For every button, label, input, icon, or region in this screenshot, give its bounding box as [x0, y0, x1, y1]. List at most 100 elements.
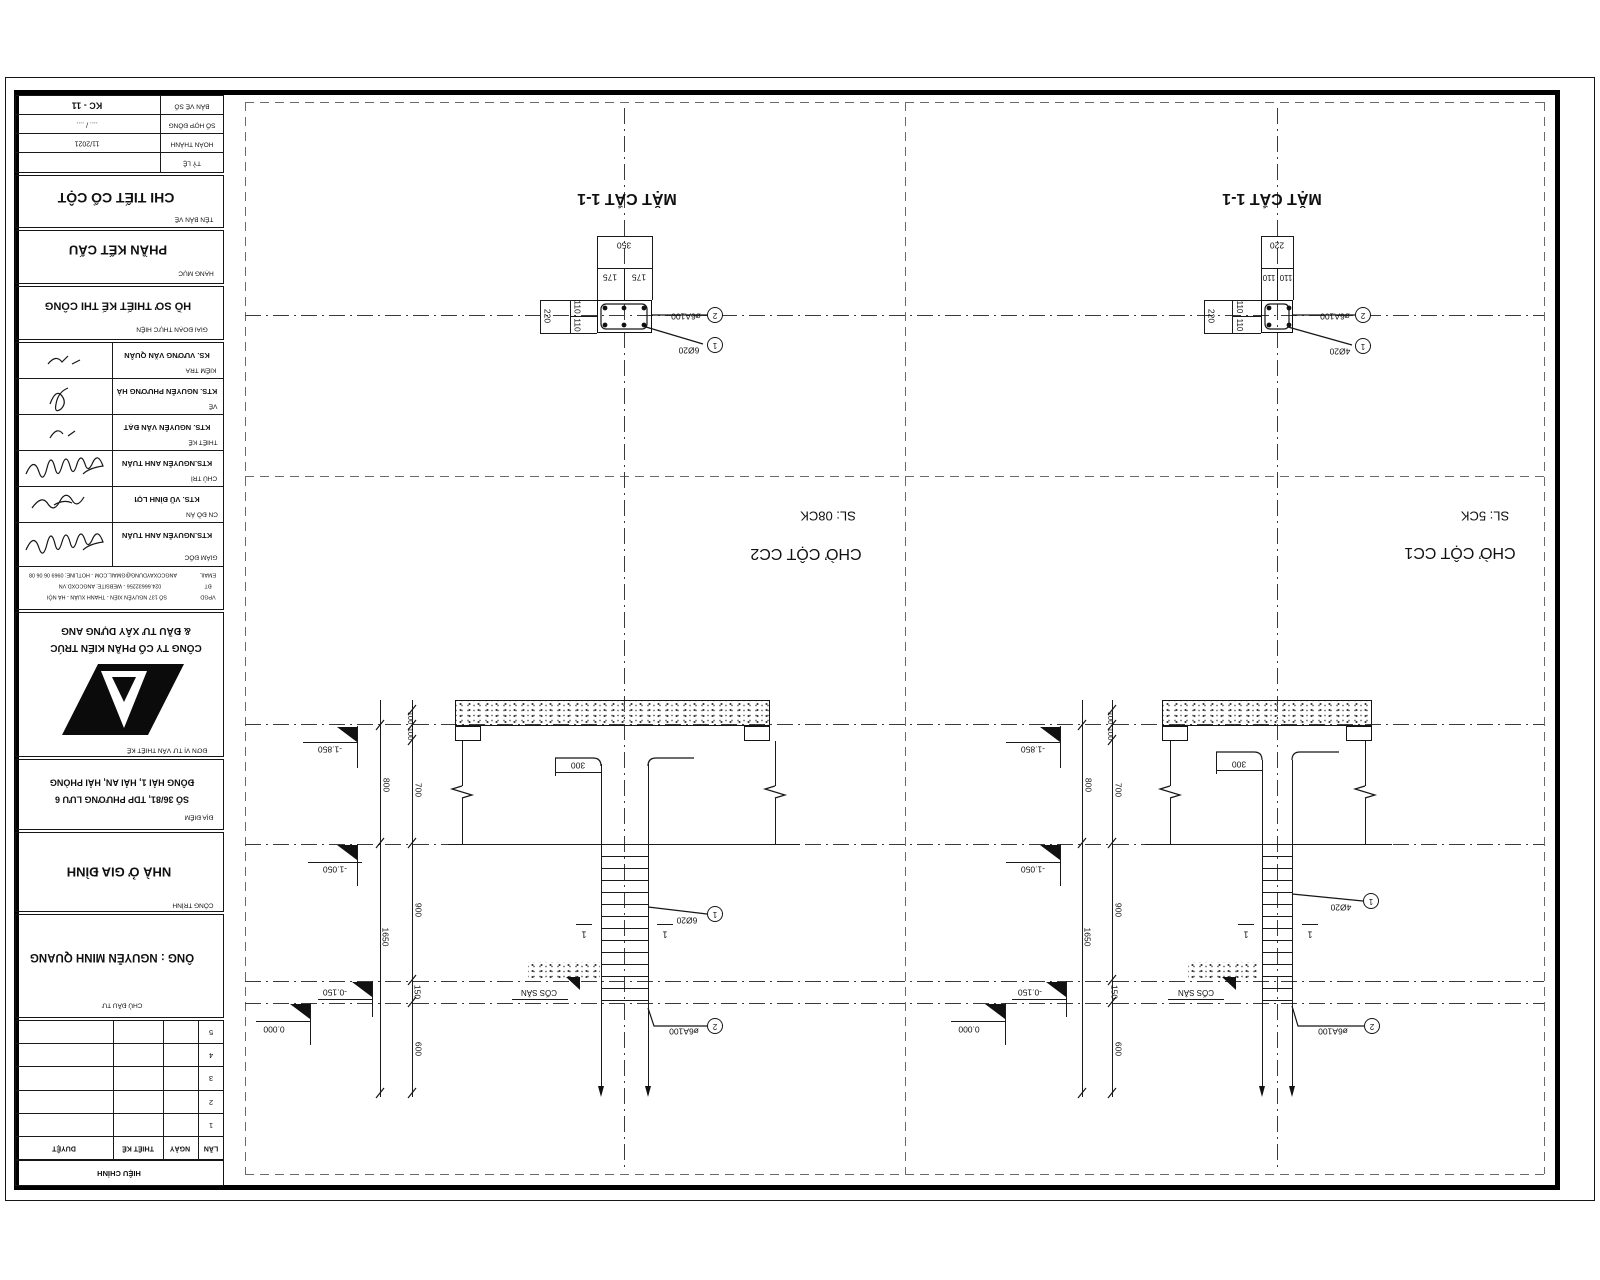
- level-text: -1.850: [317, 744, 343, 755]
- tb-line: [15, 152, 224, 153]
- dashed-border-bottom: [245, 1174, 1544, 1175]
- detail-name-right: CHỜ CỘT CC1: [1404, 544, 1516, 561]
- dim-text: 350: [616, 240, 632, 251]
- ground-line: [1145, 844, 1262, 845]
- stirrup-callout-text: ø6A100: [669, 1026, 699, 1037]
- work-value: NHÀ Ở GIA ĐÌNH: [66, 864, 172, 880]
- tb-line: [15, 114, 224, 115]
- wall-line: [1365, 798, 1366, 844]
- cut-mark-line: [1302, 924, 1318, 925]
- titleblock-work: [15, 832, 224, 912]
- titleblock-meta: [15, 95, 224, 173]
- contact-label: VPGD: [200, 593, 216, 600]
- dim-text: 1650: [1082, 927, 1093, 947]
- level-text: 0.000: [263, 1024, 285, 1035]
- location-line1: SỐ 36/81, TDP PHƯƠNG LƯU 6: [55, 794, 189, 805]
- dim-chain-inner: [412, 700, 413, 1097]
- dim-text: 175: [631, 272, 647, 283]
- wall-line: [462, 741, 463, 786]
- revision-number: 2: [208, 1097, 214, 1107]
- dashed-border-right: [1544, 102, 1545, 1174]
- stage-label: GIAI ĐOẠN THỰC HIỆN: [136, 325, 208, 333]
- dim-text: 900: [413, 902, 424, 918]
- revision-header-no: LẦN: [203, 1144, 219, 1152]
- ground-line: [648, 844, 800, 845]
- dim-text: 110: [1235, 318, 1244, 332]
- level-marker-line: [951, 1021, 1005, 1022]
- dashed-divider-horizontal: [245, 476, 1544, 477]
- callout-number: 1: [1360, 342, 1366, 351]
- dim-text: 175: [602, 272, 618, 283]
- dim-line: [1232, 300, 1233, 333]
- dim-line: [1261, 236, 1293, 237]
- hook-dim-line: [555, 772, 601, 773]
- dim-text: 150: [412, 984, 423, 1000]
- rebar-callout-text: 6Ø20: [678, 345, 700, 356]
- level-text: -0.150: [322, 987, 348, 998]
- revision-number: 1: [208, 1120, 214, 1130]
- ext-line: [652, 236, 653, 300]
- stirrup-callout-text: ø6A100: [1320, 311, 1350, 322]
- ext-line: [540, 300, 597, 301]
- dim-text: 100: [1105, 727, 1115, 741]
- callout-circle: [1355, 338, 1371, 354]
- ext-line: [540, 333, 597, 334]
- signer-name: KTS. VŨ ĐÌNH LỢI: [134, 494, 200, 504]
- ext-line: [1293, 236, 1294, 300]
- level-marker-line: [1012, 999, 1066, 1000]
- contact-label: ĐT: [204, 582, 212, 589]
- centerline-left: [624, 108, 625, 1170]
- dashed-border-left: [245, 102, 246, 1174]
- dim-text: 220: [1269, 240, 1285, 251]
- wall-line: [1170, 741, 1171, 786]
- dim-text: 900: [1113, 902, 1124, 918]
- callout-circle: [1364, 1018, 1380, 1034]
- finish-label: HOÀN THÀNH: [170, 140, 214, 148]
- callout-number: 1: [712, 341, 718, 350]
- dashed-border-top: [245, 102, 1544, 103]
- category-label: HẠNG MỤC: [178, 269, 214, 277]
- level-marker-stem: [372, 981, 373, 1017]
- dim-chain-outer: [1082, 700, 1083, 1097]
- client-value: ÔNG : NGUYỄN MINH QUANG: [29, 950, 195, 963]
- level-marker-line: [308, 862, 362, 863]
- firm-unit-label: ĐƠN VỊ TƯ VẤN THIẾT KẾ: [126, 746, 208, 754]
- foundation-slab: [455, 700, 770, 726]
- foundation-slab: [1162, 700, 1372, 726]
- client-label: CHỦ ĐẦU TƯ: [101, 1001, 143, 1009]
- stirrup-ladder: [601, 844, 649, 1006]
- level-marker-stem: [1005, 1003, 1006, 1045]
- tb-line: [160, 95, 161, 173]
- level-text: -1.850: [1020, 744, 1046, 755]
- rebar-callout-text: 4Ø20: [1330, 902, 1352, 913]
- hook-dim-line: [1216, 770, 1262, 771]
- ground-line: [1292, 844, 1392, 845]
- tb-line: [15, 378, 224, 379]
- contact-label: EMAIL: [199, 571, 217, 578]
- dim-text: 220: [542, 308, 553, 324]
- ext-line: [1261, 236, 1262, 300]
- level-line-0150: [245, 981, 1544, 982]
- callout-circle: [1363, 893, 1379, 909]
- dim-line: [540, 300, 541, 333]
- signer-role: GIÁM ĐỐC: [184, 553, 218, 561]
- level-marker-line: [303, 742, 357, 743]
- tb-line: [15, 1066, 224, 1067]
- firm-name-line2: & ĐẦU TƯ XÂY DỰNG ANG: [61, 625, 191, 636]
- sheet-number: KC - 11: [71, 100, 103, 111]
- ground-label: CỐS SÂN: [520, 988, 558, 997]
- revision-header-date: NGÀY: [169, 1144, 191, 1152]
- callout-number: 2: [712, 311, 718, 320]
- slab-step: [1162, 726, 1188, 741]
- tb-line: [112, 342, 113, 566]
- signer-role: KIỂM TRA: [185, 366, 217, 374]
- ground-label-line: [1168, 999, 1224, 1000]
- signer-role: VẼ: [208, 402, 218, 410]
- callout-circle: [707, 906, 723, 922]
- level-marker-stem: [1066, 981, 1067, 1017]
- titleblock-stage: [15, 286, 224, 340]
- ext-line: [597, 236, 598, 300]
- wall-line: [1170, 798, 1171, 844]
- signer-role: THIẾT KẾ: [188, 438, 218, 446]
- dim-text: 1650: [380, 927, 391, 947]
